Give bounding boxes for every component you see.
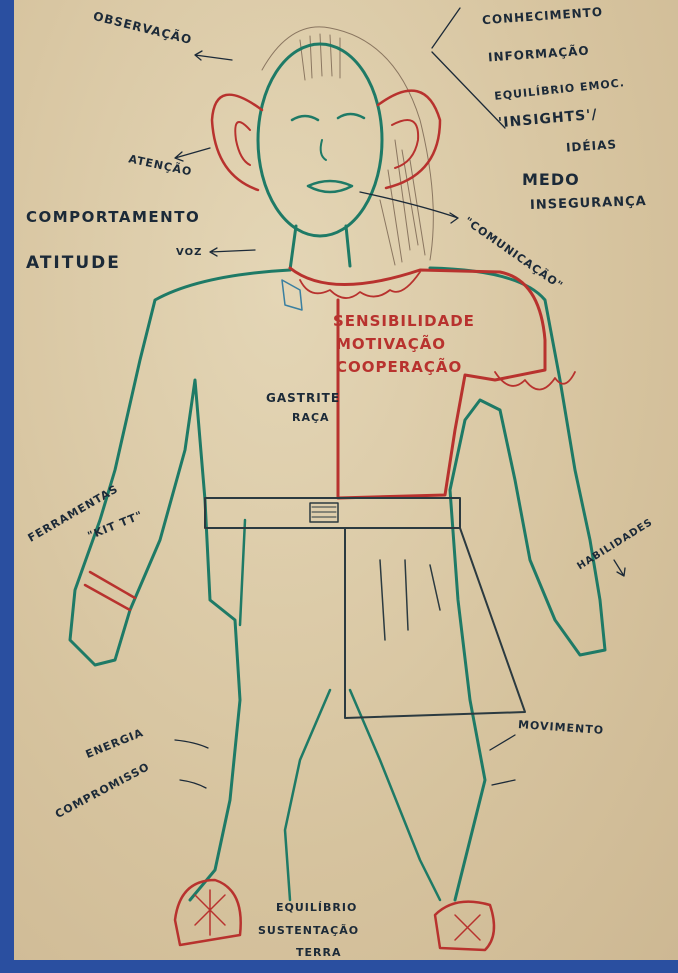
mouth	[308, 181, 352, 192]
right-leg-inner	[350, 690, 440, 900]
bracelet	[85, 572, 135, 610]
left-leg-inner	[240, 520, 330, 900]
label-cooperacao: COOPERAÇÃO	[336, 360, 462, 375]
label-atitude: ATITUDE	[26, 255, 121, 272]
label-medo: MEDO	[522, 172, 580, 188]
head-outline	[258, 44, 382, 236]
label-comportamento: COMPORTAMENTO	[26, 210, 200, 225]
neck	[290, 226, 350, 270]
label-sustentacao: SUSTENTAÇÃO	[258, 925, 359, 936]
nose	[321, 140, 326, 160]
label-sensibilidade: SENSIBILIDADE	[333, 314, 475, 329]
skirt-pleats	[380, 560, 440, 640]
label-motivacao: MOTIVAÇÃO	[336, 337, 446, 352]
left-ear-inner	[235, 122, 250, 165]
right-shoe	[435, 902, 494, 950]
label-inseguranca: INSEGURANÇA	[530, 195, 647, 212]
label-gastrite: GASTRITE	[266, 392, 340, 404]
right-shoe-laces	[455, 915, 480, 940]
body-outline-left	[70, 270, 290, 900]
skirt	[345, 528, 525, 718]
label-voz: VOZ	[176, 248, 202, 258]
buckle-hatch	[312, 507, 336, 517]
label-terra: TERRA	[296, 947, 341, 958]
left-shoe-laces	[195, 890, 225, 935]
left-eye	[292, 116, 318, 120]
shirt-outline	[290, 268, 545, 498]
shirt-sleeve-ruffle	[495, 372, 575, 390]
right-eye	[338, 114, 364, 118]
label-ideias: IDÉIAS	[566, 138, 618, 154]
label-equilibrio: EQUILÍBRIO	[276, 902, 357, 913]
shirt-neck-patch	[282, 280, 302, 310]
label-raca: RAÇA	[292, 412, 330, 423]
